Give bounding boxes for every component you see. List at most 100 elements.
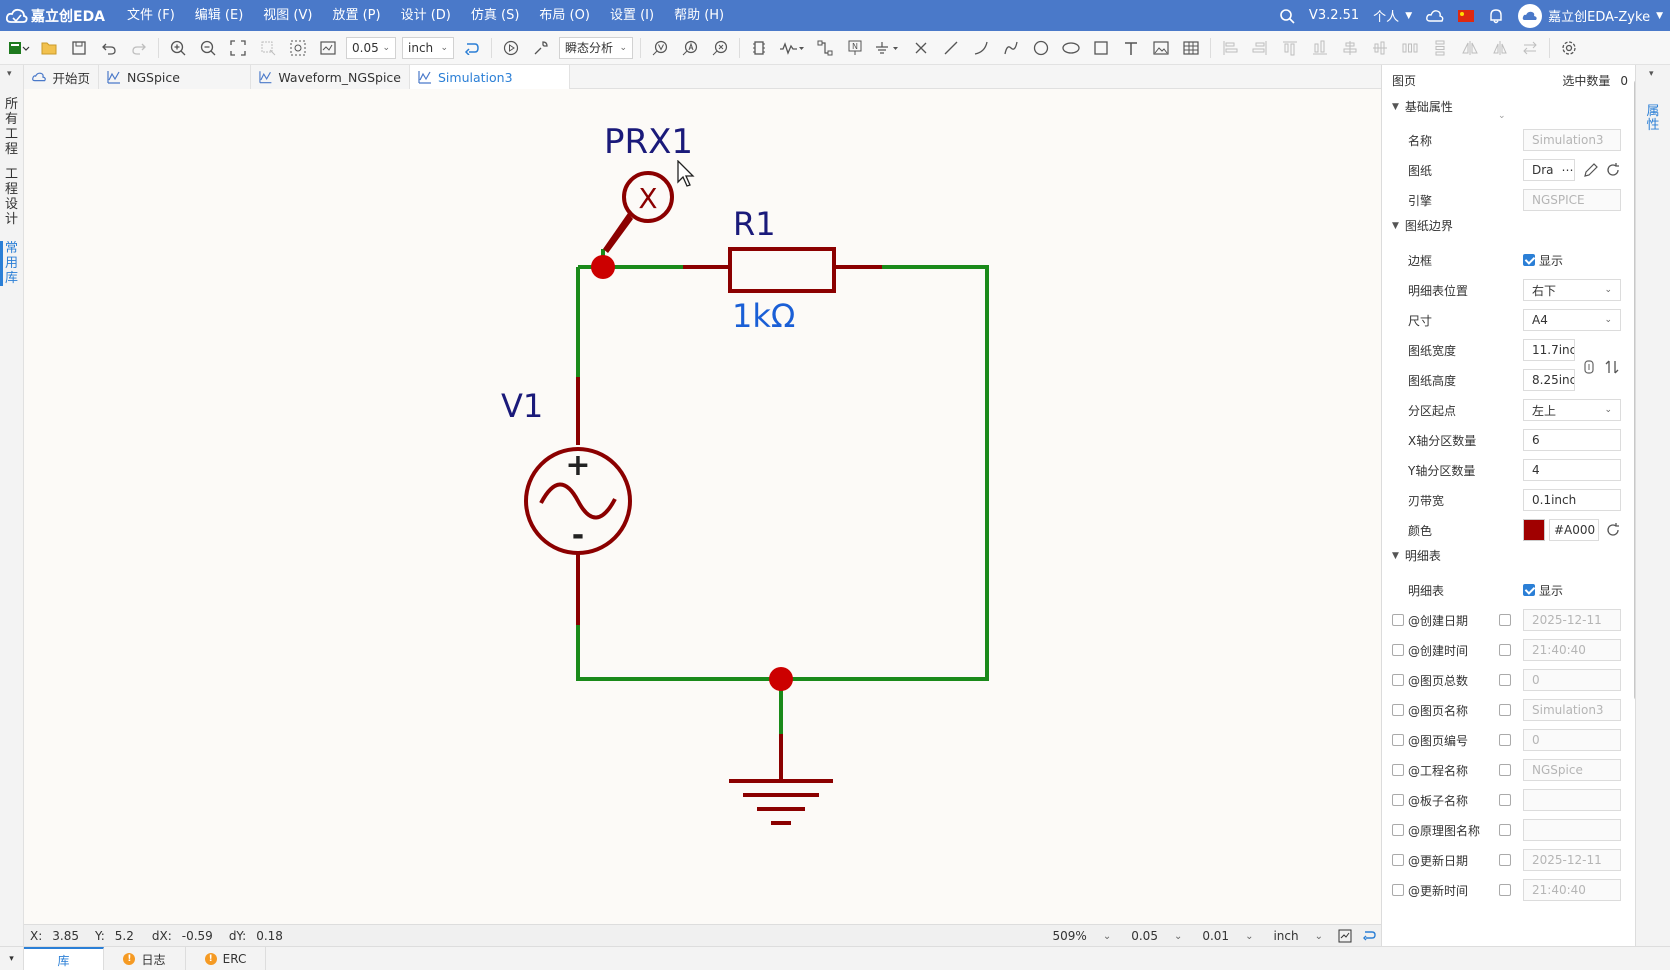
field-visible-checkbox[interactable] (1499, 704, 1511, 716)
bottom-tab-library[interactable]: 库 (24, 947, 104, 970)
tab-simulation3[interactable]: Simulation3 (410, 65, 570, 89)
right-rail-properties[interactable]: 属性 (1646, 104, 1660, 133)
bezier-tool-button[interactable] (996, 34, 1026, 62)
field-value[interactable]: 21:40:40 (1523, 639, 1621, 661)
status-snap-toggle[interactable] (1357, 922, 1381, 950)
sheet-height-field[interactable]: 8.25inc (1523, 369, 1575, 391)
flip-v-button[interactable] (1485, 34, 1515, 62)
place-bus-button[interactable] (810, 34, 840, 62)
menu-file[interactable]: 文件 (F) (127, 8, 175, 23)
field-value[interactable]: Simulation3 (1523, 699, 1621, 721)
menu-view[interactable]: 视图 (V) (263, 8, 313, 23)
voltage-source-v1[interactable] (524, 377, 632, 625)
left-rail-all-projects[interactable]: 所有工程 (5, 97, 19, 157)
current-probe-button[interactable] (675, 34, 705, 62)
grid-toggle-button[interactable] (313, 34, 343, 62)
size-select[interactable]: A4⌄ (1523, 309, 1621, 331)
align-right-button[interactable] (1245, 34, 1275, 62)
sheet-field[interactable]: Dra⋯ (1523, 159, 1575, 181)
zoom-selection-button[interactable] (253, 34, 283, 62)
field-value[interactable] (1523, 789, 1621, 811)
wire-top-right[interactable] (576, 265, 989, 681)
field-value[interactable] (1523, 819, 1621, 841)
align-center-h-button[interactable] (1335, 34, 1365, 62)
resistor-r1[interactable] (683, 247, 882, 293)
checkbox-checked[interactable] (1523, 254, 1535, 266)
field-enable-checkbox[interactable] (1392, 764, 1404, 776)
pin-icon[interactable]: ▾ (7, 69, 12, 79)
field-visible-checkbox[interactable] (1499, 734, 1511, 746)
align-bottom-button[interactable] (1305, 34, 1335, 62)
snap-toggle-button[interactable] (457, 34, 487, 62)
field-value[interactable]: 2025-12-11 (1523, 609, 1621, 631)
junction-dot-top[interactable] (591, 255, 615, 279)
menu-design[interactable]: 设计 (D) (400, 8, 451, 23)
zone-origin-select[interactable]: 左上⌄ (1523, 399, 1621, 421)
title-position-select[interactable]: 右下⌄ (1523, 279, 1621, 301)
table-tool-button[interactable] (1176, 34, 1206, 62)
text-tool-button[interactable] (1116, 34, 1146, 62)
field-visible-checkbox[interactable] (1499, 614, 1511, 626)
preferences-button[interactable] (1554, 34, 1584, 62)
schematic-drawing[interactable]: + - V1 R1 1kΩ X PRX1 (24, 89, 1381, 924)
schematic-canvas[interactable]: + - V1 R1 1kΩ X PRX1 (24, 89, 1381, 924)
field-enable-checkbox[interactable] (1392, 704, 1404, 716)
place-netlabel-button[interactable]: N (840, 34, 870, 62)
voltage-probe-button[interactable] (645, 34, 675, 62)
name-field[interactable]: Simulation3 (1523, 129, 1621, 151)
distribute-h-button[interactable] (1395, 34, 1425, 62)
snap-grid-select[interactable]: 0.01⌄ (1192, 929, 1263, 943)
field-enable-checkbox[interactable] (1392, 614, 1404, 626)
field-visible-checkbox[interactable] (1499, 824, 1511, 836)
zoom-out-button[interactable] (193, 34, 223, 62)
field-enable-checkbox[interactable] (1392, 884, 1404, 896)
field-enable-checkbox[interactable] (1392, 674, 1404, 686)
cloud-button[interactable] (1426, 9, 1444, 23)
status-grid-toggle[interactable] (1333, 922, 1357, 950)
run-simulation-button[interactable] (496, 34, 526, 62)
arc-tool-button[interactable] (966, 34, 996, 62)
field-visible-checkbox[interactable] (1499, 884, 1511, 896)
field-value[interactable]: 0 (1523, 729, 1621, 751)
align-center-v-button[interactable] (1365, 34, 1395, 62)
link-ratio-icon[interactable] (1581, 359, 1597, 375)
menu-simulate[interactable]: 仿真 (S) (470, 8, 520, 23)
field-enable-checkbox[interactable] (1392, 854, 1404, 866)
circle-tool-button[interactable] (1026, 34, 1056, 62)
r1-value-label[interactable]: 1kΩ (732, 297, 795, 335)
unit-select[interactable]: inch⌄ (402, 36, 454, 59)
field-visible-checkbox[interactable] (1499, 644, 1511, 656)
title-block-show-checkbox[interactable]: 显示 (1523, 582, 1563, 599)
field-enable-checkbox[interactable] (1392, 824, 1404, 836)
place-wire-dropdown[interactable] (774, 34, 810, 62)
menu-help[interactable]: 帮助 (H) (674, 8, 725, 23)
x-zones-field[interactable]: 6 (1523, 429, 1621, 451)
edit-pencil-icon[interactable] (1583, 162, 1599, 178)
ellipse-tool-button[interactable] (1056, 34, 1086, 62)
field-value[interactable]: 2025-12-11 (1523, 849, 1621, 871)
zoom-area-button[interactable] (283, 34, 313, 62)
search-button[interactable] (1279, 8, 1295, 24)
rotate-button[interactable] (1515, 34, 1545, 62)
place-ground-dropdown[interactable] (870, 34, 906, 62)
field-enable-checkbox[interactable] (1392, 794, 1404, 806)
junction-dot-bottom[interactable] (769, 667, 793, 691)
grid-select[interactable]: 0.05⌄ (1121, 929, 1192, 943)
y-zones-field[interactable]: 4 (1523, 459, 1621, 481)
rectangle-tool-button[interactable] (1086, 34, 1116, 62)
tab-ngspice[interactable]: NGSpice (99, 65, 251, 89)
probe-reference-label[interactable]: PRX1 (604, 122, 693, 162)
new-file-button[interactable] (4, 34, 34, 62)
tab-waveform[interactable]: Waveform_NGSpice (251, 65, 410, 89)
bottom-tab-erc[interactable]: !ERC (186, 947, 266, 970)
section-basic-properties[interactable]: ▼基础属性 (1392, 98, 1453, 115)
redo-button[interactable] (124, 34, 154, 62)
field-visible-checkbox[interactable] (1499, 854, 1511, 866)
checkbox-checked[interactable] (1523, 584, 1535, 596)
language-flag-button[interactable] (1458, 9, 1475, 22)
color-swatch[interactable] (1523, 519, 1545, 541)
menu-edit[interactable]: 编辑 (E) (194, 8, 244, 23)
align-left-button[interactable] (1215, 34, 1245, 62)
r1-reference-label[interactable]: R1 (733, 205, 776, 243)
user-menu[interactable]: 嘉立创EDA-Zyke ▼ (1518, 3, 1663, 28)
